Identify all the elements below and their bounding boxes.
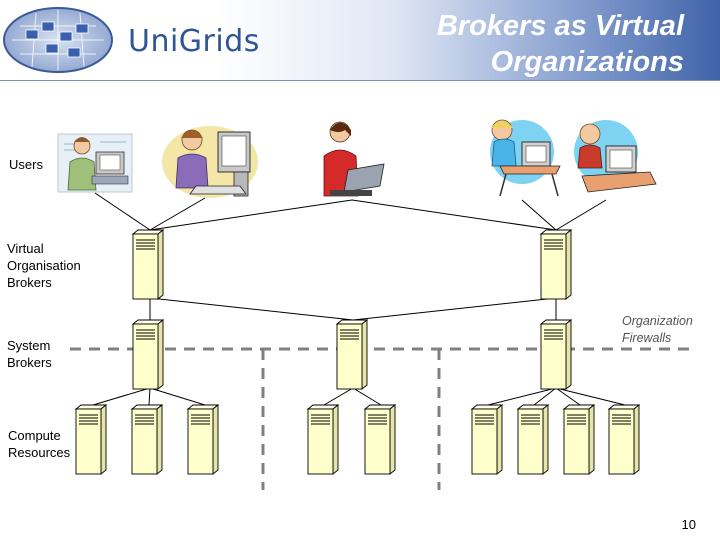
page-number: 10 bbox=[681, 517, 696, 532]
compute-server bbox=[75, 404, 107, 475]
slide-title: Brokers as Virtual Organizations bbox=[354, 8, 684, 80]
organization-firewalls bbox=[70, 347, 690, 490]
compute-server bbox=[563, 404, 595, 475]
system-broker-server-1 bbox=[132, 319, 164, 390]
user-clipart-3 bbox=[323, 121, 385, 197]
compute-resources-row-label: Compute Resources bbox=[8, 428, 71, 460]
slide-header: UniGrids Brokers as Virtual Organization… bbox=[0, 0, 720, 81]
vo-broker-server-1 bbox=[132, 229, 164, 300]
system-brokers-row-label: System Brokers bbox=[7, 338, 52, 370]
compute-server bbox=[471, 404, 503, 475]
compute-server bbox=[187, 404, 219, 475]
compute-server bbox=[517, 404, 549, 475]
slide-title-line-2: Organizations bbox=[490, 46, 684, 78]
connection-lines bbox=[92, 192, 626, 406]
slide-title-line-1: Brokers as Virtual bbox=[436, 10, 684, 42]
brand-name: UniGrids bbox=[128, 24, 260, 59]
user-clipart-1 bbox=[57, 133, 133, 193]
compute-server bbox=[307, 404, 339, 475]
vo-broker-server-2 bbox=[540, 229, 572, 300]
firewall-label: Organization Firewalls bbox=[622, 314, 693, 345]
users-row-label: Users bbox=[9, 157, 43, 172]
user-clipart-2 bbox=[162, 126, 258, 198]
compute-server bbox=[364, 404, 396, 475]
user-clipart-4 bbox=[490, 119, 561, 197]
user-clipart-5 bbox=[574, 120, 657, 193]
unigrids-logo bbox=[3, 7, 113, 73]
system-broker-server-2 bbox=[336, 319, 368, 390]
compute-server bbox=[131, 404, 163, 475]
vo-brokers-row-label: Virtual Organisation Brokers bbox=[7, 241, 81, 290]
compute-server bbox=[608, 404, 640, 475]
system-broker-server-3 bbox=[540, 319, 572, 390]
